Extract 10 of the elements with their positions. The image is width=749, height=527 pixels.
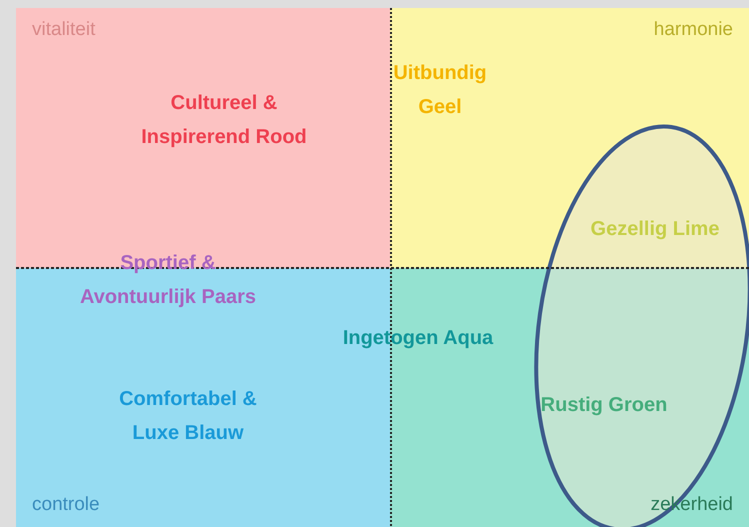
- color-style-label: Cultureel & Inspirerend Rood: [140, 91, 308, 150]
- color-style-label: Ingetogen Aqua: [342, 326, 494, 351]
- color-style-label: Uitbundig Geel: [392, 61, 488, 120]
- quadrant-label: controle: [32, 492, 100, 516]
- quadrant-label: vitaliteit: [32, 18, 96, 42]
- color-style-label: Comfortabel & Luxe Blauw: [118, 387, 258, 446]
- color-style-label: Gezellig Lime: [590, 217, 720, 242]
- quadrant-label: harmonie: [654, 18, 733, 42]
- color-style-label: Rustig Groen: [540, 393, 668, 418]
- quadrant-panel: [390, 8, 749, 268]
